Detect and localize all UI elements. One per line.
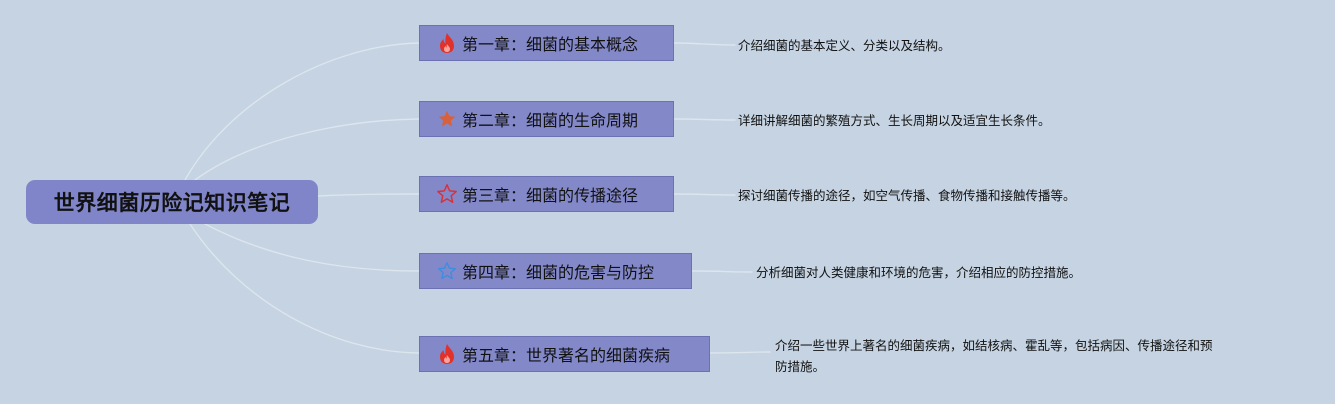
- connector-root-ch2: [194, 118, 420, 181]
- connector-root-ch3: [317, 193, 420, 197]
- chapter-node-5[interactable]: 第五章：世界著名的细菌疾病: [419, 336, 710, 372]
- root-title: 世界细菌历险记知识笔记: [53, 191, 291, 215]
- chapter-title-4: 第四章：细菌的危害与防控: [462, 263, 655, 282]
- connector-root-ch5: [189, 223, 420, 354]
- chapter-node-2[interactable]: 第二章：细菌的生命周期: [419, 101, 674, 137]
- star-filled-icon: [436, 108, 458, 130]
- chapter-desc-5: 介绍一些世界上著名的细菌疾病，如结核病、霍乱等，包括病因、传播途径和预 防措施。: [775, 335, 1213, 377]
- chapter-title-3: 第三章：细菌的传播途径: [462, 186, 639, 205]
- root-node[interactable]: 世界细菌历险记知识笔记: [26, 180, 318, 224]
- connector-ch3-desc: [673, 193, 736, 196]
- chapter-title-1: 第一章：细菌的基本概念: [462, 35, 639, 54]
- chapter-node-3[interactable]: 第三章：细菌的传播途径: [419, 176, 674, 212]
- fire-icon: [436, 343, 458, 365]
- chapter-title-5: 第五章：世界著名的细菌疾病: [462, 346, 671, 365]
- star-outline-red-icon: [436, 183, 458, 205]
- chapter-desc-3: 探讨细菌传播的途径，如空气传播、食物传播和接触传播等。: [738, 188, 1076, 203]
- connector-ch5-desc: [709, 351, 771, 354]
- connector-root-ch4: [204, 223, 420, 272]
- chapter-node-1[interactable]: 第一章：细菌的基本概念: [419, 25, 674, 61]
- connector-ch2-desc: [673, 118, 736, 121]
- connector-ch1-desc: [673, 42, 736, 46]
- connector-root-ch1: [184, 42, 420, 181]
- chapter-desc-4: 分析细菌对人类健康和环境的危害，介绍相应的防控措施。: [756, 265, 1082, 280]
- chapter-desc-1: 介绍细菌的基本定义、分类以及结构。: [738, 38, 951, 53]
- chapter-node-4[interactable]: 第四章：细菌的危害与防控: [419, 253, 692, 289]
- connector-ch4-desc: [691, 270, 753, 273]
- chapter-title-2: 第二章：细菌的生命周期: [462, 111, 639, 130]
- chapter-desc-2: 详细讲解细菌的繁殖方式、生长周期以及适宜生长条件。: [738, 113, 1051, 128]
- fire-icon: [436, 32, 458, 54]
- star-outline-blue-icon: [436, 260, 458, 282]
- chapter-desc-5-line-2: 防措施。: [775, 359, 826, 374]
- chapter-desc-5-line-1: 介绍一些世界上著名的细菌疾病，如结核病、霍乱等，包括病因、传播途径和预: [775, 338, 1213, 353]
